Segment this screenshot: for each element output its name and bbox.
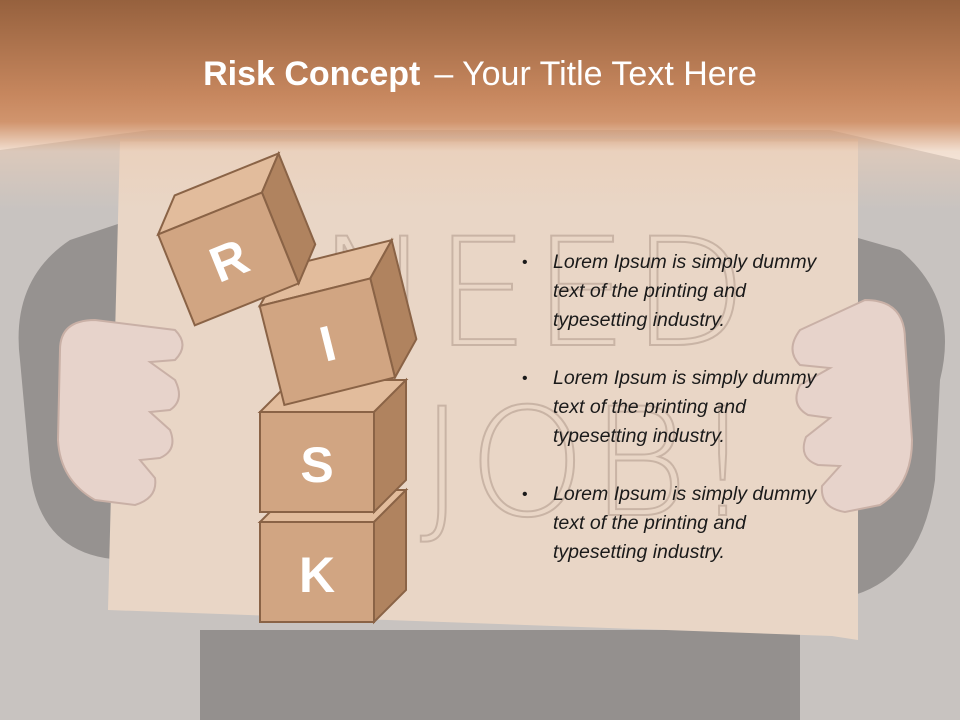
block-i: I bbox=[257, 237, 418, 407]
bullet-dot-icon: • bbox=[522, 254, 528, 271]
title-subtitle: Your Title Text Here bbox=[462, 55, 757, 93]
block-s-front bbox=[259, 411, 375, 513]
bullet-item: • Lorem Ipsum is simply dummy text of the… bbox=[522, 480, 822, 567]
left-hand bbox=[56, 318, 184, 507]
block-r-front bbox=[156, 191, 300, 327]
block-r: R bbox=[156, 150, 317, 327]
bullet-text: Lorem Ipsum is simply dummy text of the … bbox=[553, 367, 817, 447]
block-i-front bbox=[258, 277, 397, 407]
trousers bbox=[200, 630, 800, 720]
right-hand bbox=[791, 298, 914, 514]
block-s: S bbox=[257, 377, 409, 515]
bullet-item: • Lorem Ipsum is simply dummy text of the… bbox=[522, 248, 822, 335]
bullet-text: Lorem Ipsum is simply dummy text of the … bbox=[553, 483, 817, 563]
slide-title: Risk Concept– Your Title Text Here bbox=[0, 54, 960, 94]
title-separator: – bbox=[434, 55, 454, 93]
bullet-dot-icon: • bbox=[522, 370, 528, 387]
title-band bbox=[0, 0, 960, 210]
block-k-front bbox=[259, 521, 375, 623]
bullet-list: • Lorem Ipsum is simply dummy text of the… bbox=[522, 248, 822, 596]
bullet-item: • Lorem Ipsum is simply dummy text of the… bbox=[522, 364, 822, 451]
bullet-dot-icon: • bbox=[522, 486, 528, 503]
block-s-letter: S bbox=[300, 437, 333, 493]
bullet-text: Lorem Ipsum is simply dummy text of the … bbox=[553, 251, 817, 331]
block-k-letter: K bbox=[299, 547, 335, 603]
title-main: Risk Concept bbox=[203, 55, 421, 93]
sign-text-line-2: JOB! bbox=[420, 377, 757, 551]
